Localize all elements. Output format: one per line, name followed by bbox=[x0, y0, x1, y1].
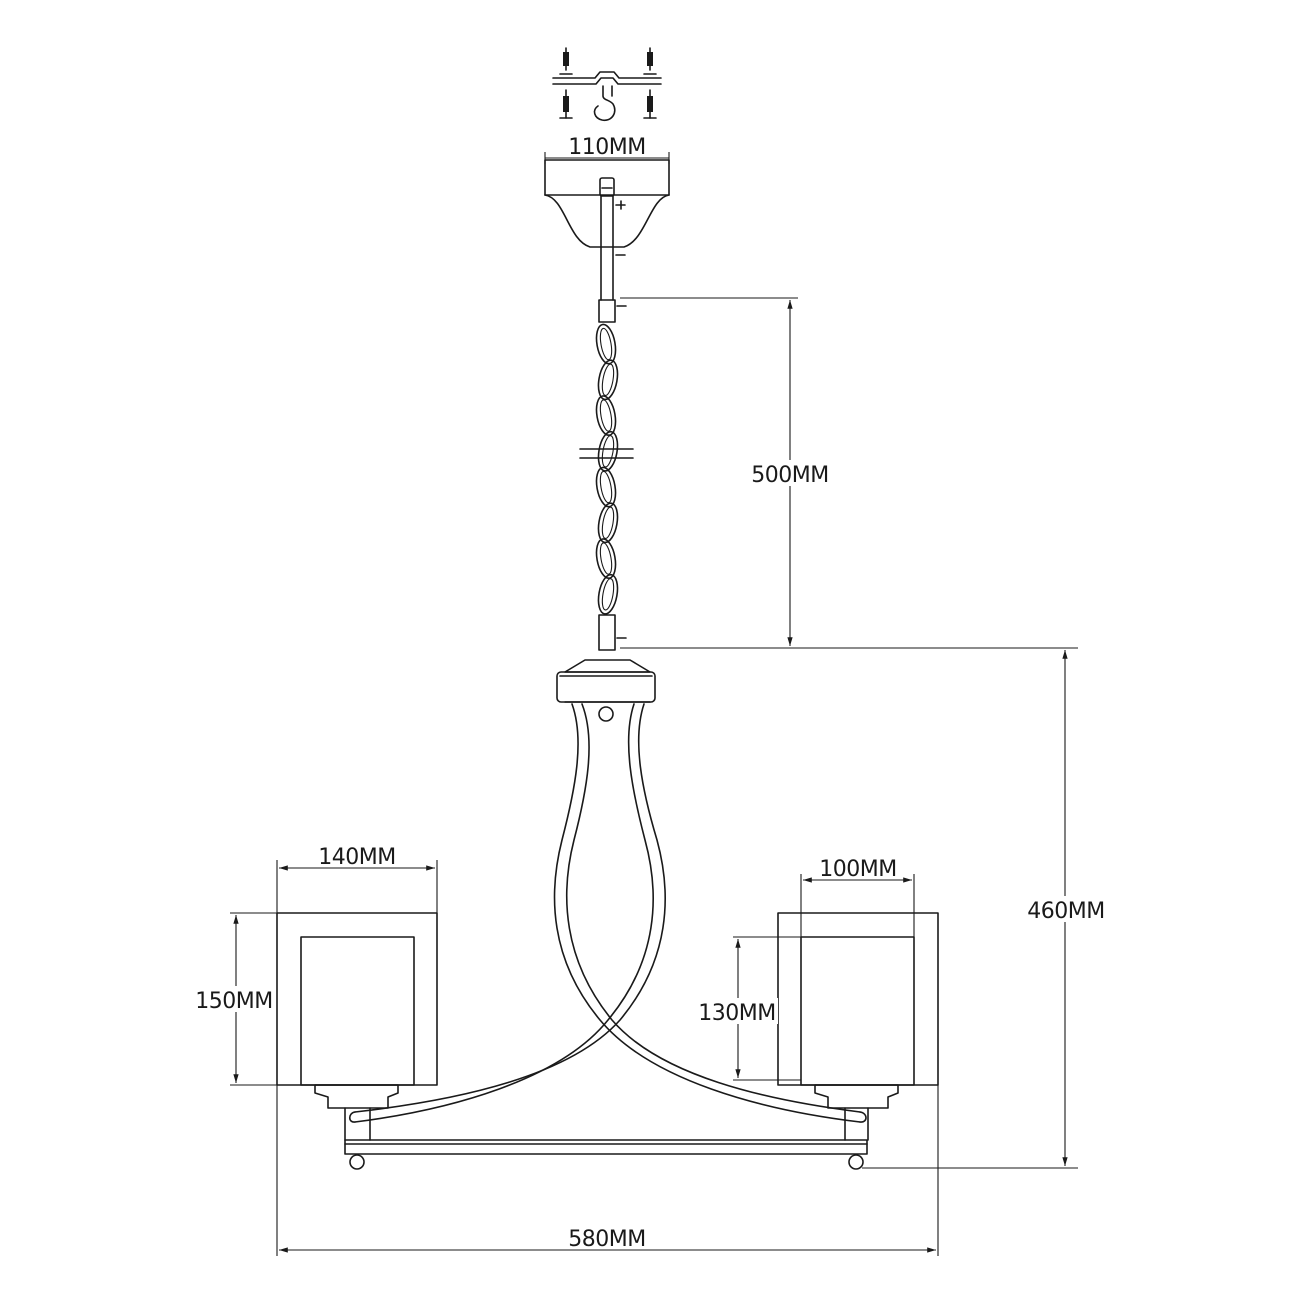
mounting-bar bbox=[552, 71, 662, 85]
upper-stem bbox=[598, 195, 627, 323]
shade-inner-width-label: 100MM bbox=[819, 857, 896, 882]
lower-stem bbox=[598, 614, 627, 651]
chain-link bbox=[597, 573, 619, 615]
ceiling-hook bbox=[593, 85, 616, 122]
chain-link-inner bbox=[601, 578, 615, 611]
body-height-label: 460MM bbox=[1027, 899, 1104, 924]
right-shade bbox=[777, 912, 939, 1141]
screw-top-right bbox=[643, 47, 657, 75]
chain-length-label: 500MM bbox=[751, 463, 828, 488]
overall-width-dimension: 580MM bbox=[276, 1085, 939, 1256]
screw-bottom-right bbox=[643, 89, 657, 119]
overall-width-label: 580MM bbox=[568, 1227, 645, 1252]
shade-inner-height-label: 130MM bbox=[698, 1001, 775, 1026]
chain-link bbox=[595, 466, 617, 508]
shade-outer-height-label: 150MM bbox=[195, 989, 272, 1014]
center-hub bbox=[556, 659, 656, 722]
canopy: 110MM bbox=[544, 135, 670, 256]
screw-top-left bbox=[559, 47, 573, 75]
chain-link bbox=[597, 359, 619, 401]
left-shade-width-dimension: 140MM bbox=[276, 845, 438, 913]
right-shade-width-dimension: 100MM bbox=[800, 857, 915, 937]
chain-link bbox=[597, 502, 619, 544]
body-height-dimension: 460MM bbox=[862, 650, 1108, 1169]
chain-break-mark bbox=[579, 448, 634, 459]
canopy-width-label: 110MM bbox=[568, 135, 645, 160]
chain-link bbox=[595, 323, 617, 365]
shade-outer-width-label: 140MM bbox=[318, 845, 395, 870]
right-shade-height-dimension: 130MM bbox=[698, 936, 801, 1081]
chain-length-dimension: 500MM bbox=[620, 297, 1078, 649]
chain bbox=[595, 323, 619, 615]
mounting-hardware bbox=[552, 47, 662, 122]
bottom-crossbar bbox=[344, 1139, 868, 1170]
screw-bottom-left bbox=[559, 89, 573, 119]
chain-link bbox=[595, 395, 617, 436]
arms bbox=[348, 703, 867, 1123]
chain-link bbox=[595, 538, 617, 579]
left-shade-height-dimension: 150MM bbox=[195, 912, 315, 1086]
left-shade bbox=[276, 912, 438, 1141]
